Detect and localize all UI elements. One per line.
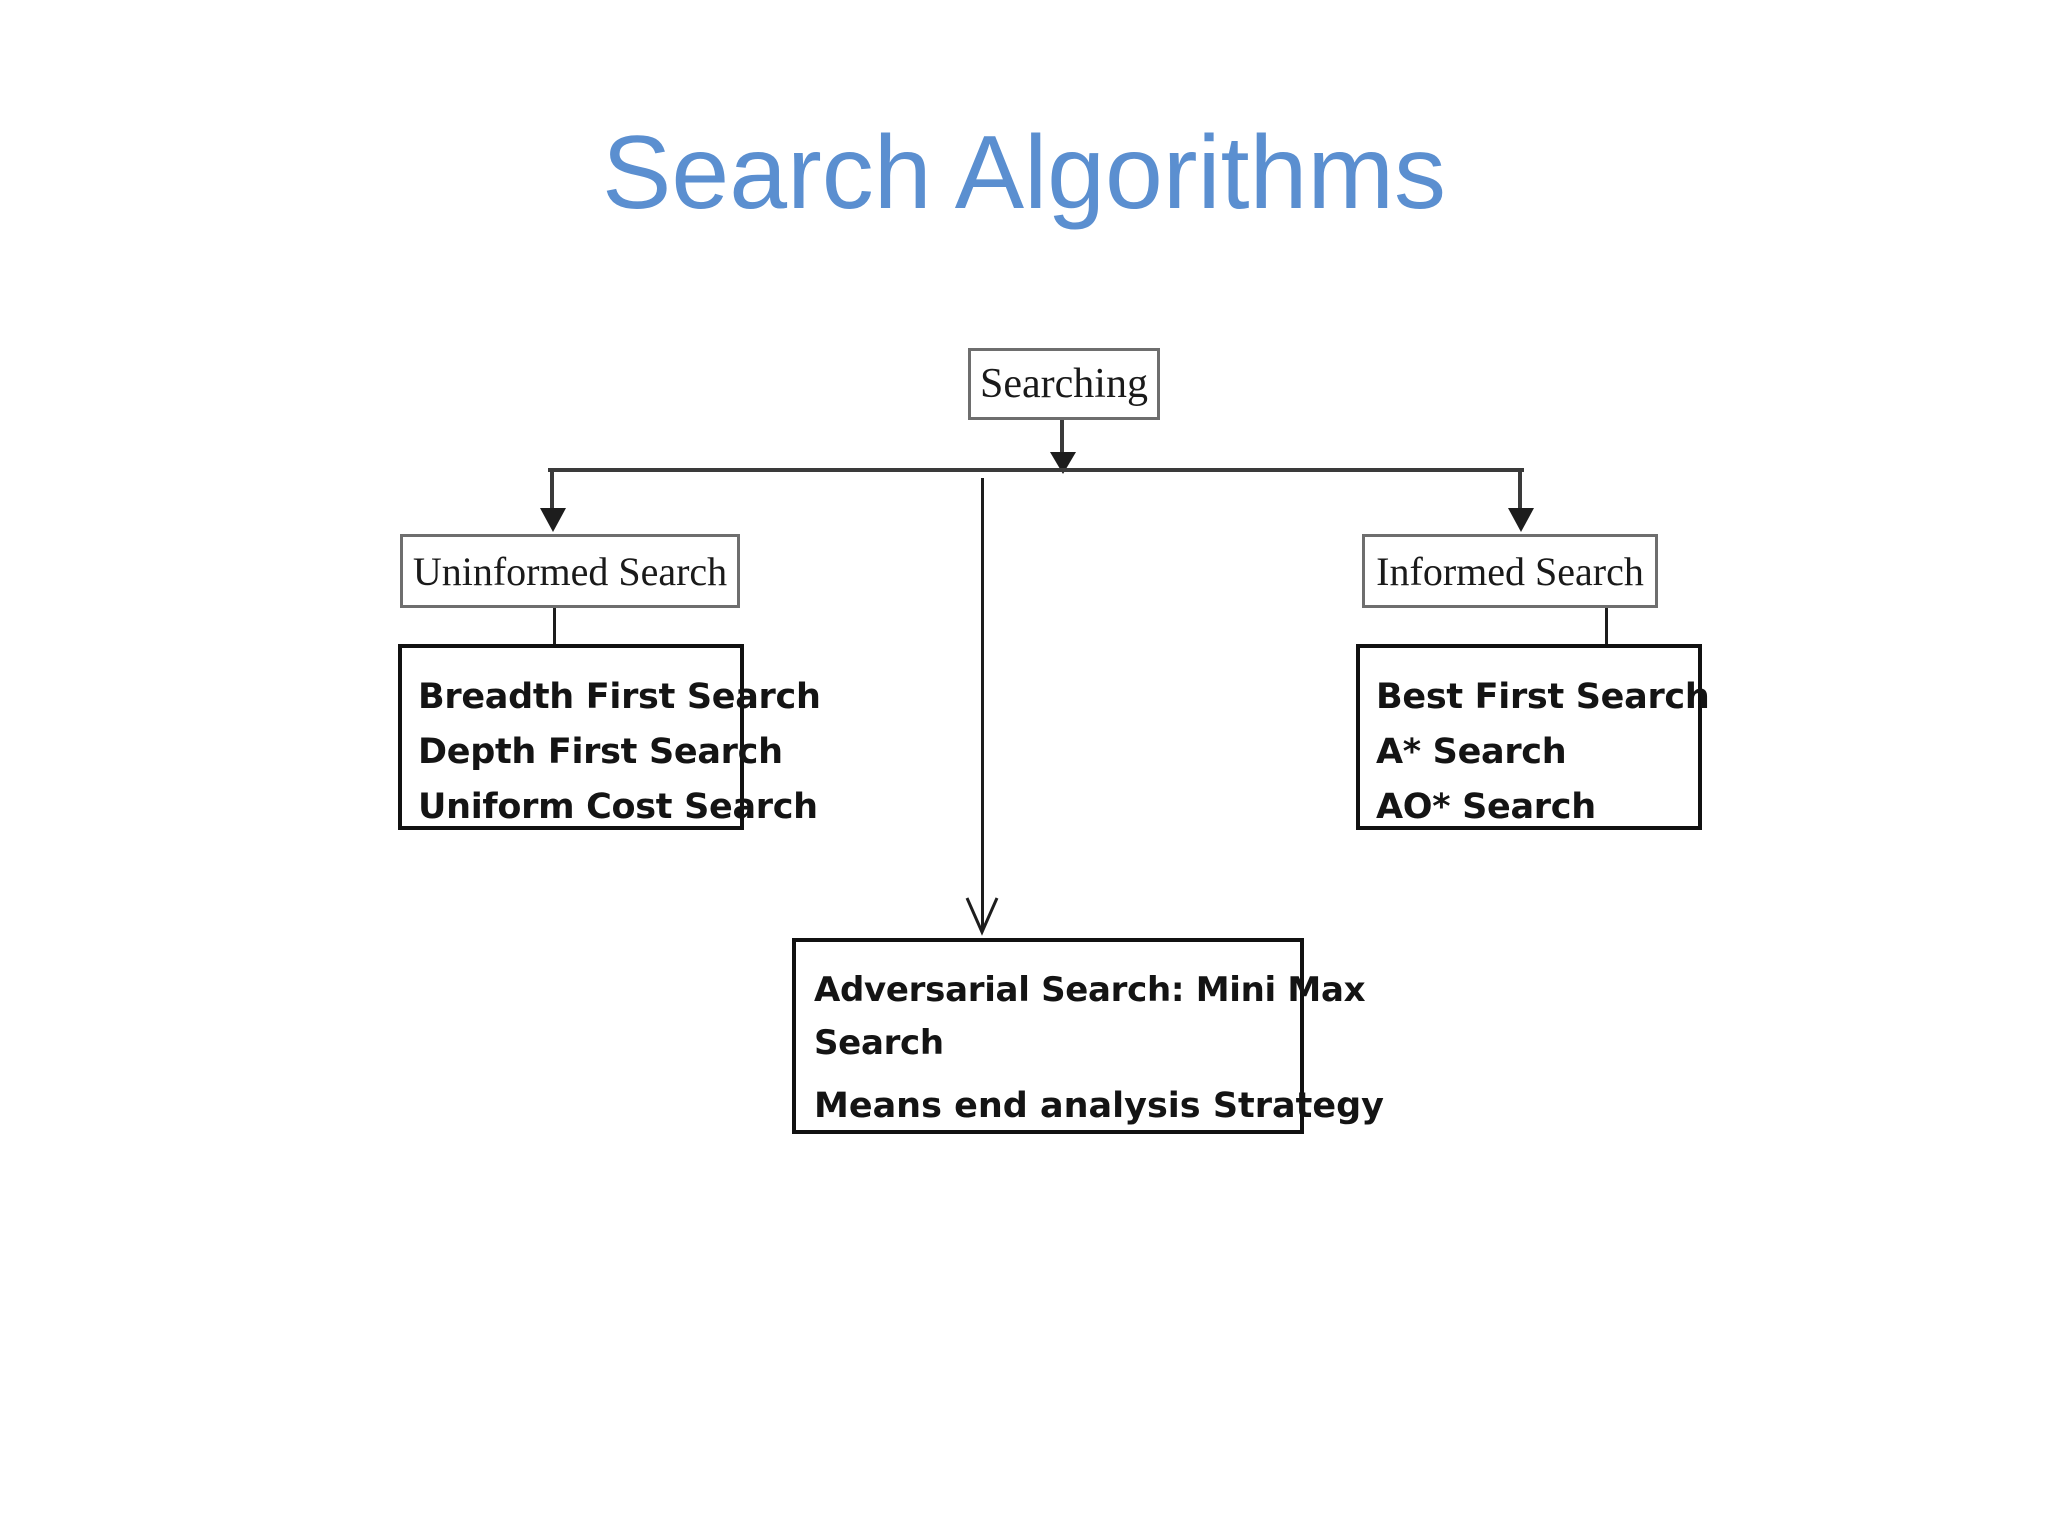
- list-item: AO* Search: [1376, 787, 1596, 827]
- connector-horizontal-bus: [548, 468, 1524, 472]
- connector-informed-stem: [1605, 606, 1608, 646]
- connector-drop-left: [550, 468, 554, 512]
- page-title: Search Algorithms: [602, 115, 1446, 231]
- list-item: Depth First Search: [418, 732, 783, 772]
- list-item: Means end analysis Strategy: [814, 1086, 1384, 1126]
- node-adversarial-search[interactable]: Adversarial Search: Mini Max Search Mean…: [792, 938, 1384, 1134]
- arrowhead-left-icon: [540, 508, 566, 532]
- list-item: Best First Search: [1376, 677, 1710, 717]
- list-item: Search: [814, 1023, 944, 1063]
- connector-drop-middle: [981, 478, 984, 930]
- node-searching[interactable]: Searching: [968, 348, 1160, 420]
- list-item: A* Search: [1376, 732, 1567, 772]
- connector-root-stem: [1060, 420, 1064, 456]
- arrowhead-right-icon: [1508, 508, 1534, 532]
- connector-uninformed-stem: [553, 606, 556, 646]
- list-item: Adversarial Search: Mini Max: [814, 970, 1366, 1010]
- connector-drop-right: [1518, 468, 1522, 512]
- node-informed-search[interactable]: Informed Search: [1362, 534, 1658, 608]
- list-item: Breadth First Search: [418, 677, 821, 717]
- node-uninformed-search[interactable]: Uninformed Search: [400, 534, 740, 608]
- list-item: Uniform Cost Search: [418, 787, 818, 827]
- node-informed-search-list[interactable]: Best First Search A* Search AO* Search: [1356, 644, 1710, 830]
- node-uninformed-search-list[interactable]: Breadth First Search Depth First Search …: [398, 644, 821, 830]
- arrowhead-middle-icon: [964, 896, 1000, 936]
